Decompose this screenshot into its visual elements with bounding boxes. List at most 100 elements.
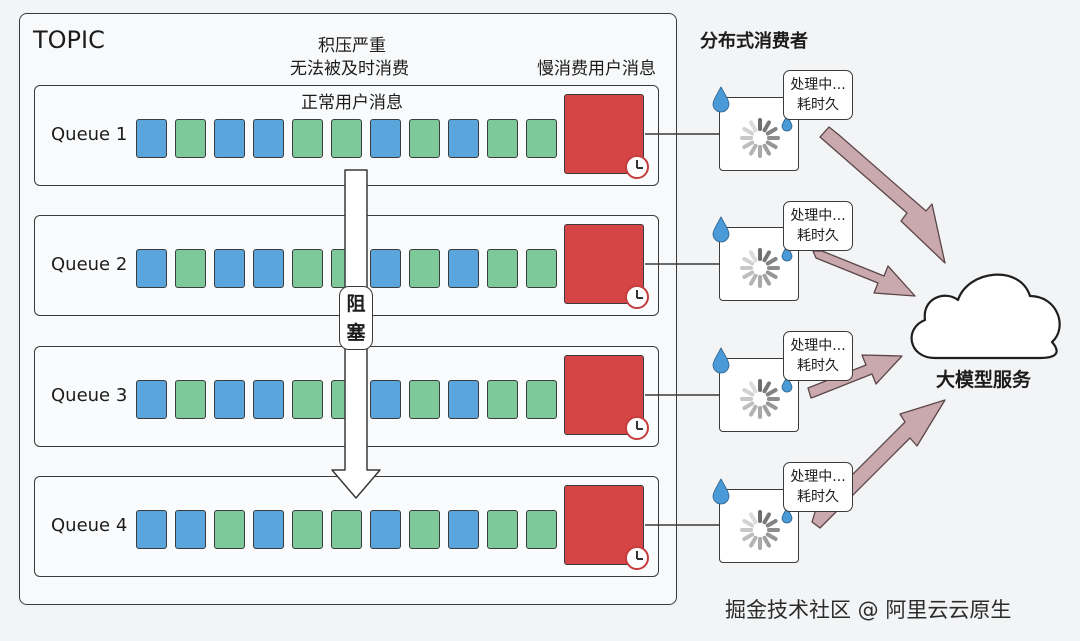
message-block-blue xyxy=(253,510,284,549)
message-block-green xyxy=(526,380,557,419)
arrow-to-llm-2 xyxy=(812,250,916,297)
slow-messages-label: 慢消费用户消息 xyxy=(537,59,656,79)
sweat-drop-icon xyxy=(712,347,730,374)
clock-icon xyxy=(625,155,649,179)
message-block-blue xyxy=(448,380,479,419)
status-line1: 处理中... xyxy=(790,208,846,224)
spinner-tick xyxy=(762,404,771,417)
message-block-green xyxy=(214,510,245,549)
message-block-green xyxy=(526,249,557,288)
message-block-green xyxy=(409,249,440,288)
message-block-green xyxy=(487,380,518,419)
message-block-blue xyxy=(214,119,245,158)
status-line2: 耗时久 xyxy=(797,358,839,374)
blocked-label: 阻塞 xyxy=(339,286,373,350)
spinner-tick xyxy=(742,532,755,541)
sweat-drop-icon xyxy=(712,86,730,113)
loading-spinner-icon xyxy=(740,248,780,288)
queue-name: Queue 3 xyxy=(51,385,128,406)
sweat-drop-icon xyxy=(712,216,730,243)
spinner-tick xyxy=(749,250,758,263)
message-block-blue xyxy=(136,119,167,158)
spinner-tick xyxy=(742,127,755,136)
message-block-blue xyxy=(370,119,401,158)
spinner-tick xyxy=(749,120,758,133)
cloud-icon xyxy=(910,273,1061,360)
message-block-green xyxy=(487,119,518,158)
spinner-tick xyxy=(749,273,758,286)
message-block-green xyxy=(409,510,440,549)
spinner-tick xyxy=(762,250,771,263)
message-block-green xyxy=(487,249,518,288)
message-block-blue xyxy=(448,510,479,549)
status-bubble-2: 处理中... 耗时久 xyxy=(783,201,853,251)
backlog-label-line1: 积压严重 xyxy=(318,36,386,56)
spinner-tick xyxy=(749,381,758,394)
spinner-tick xyxy=(762,512,771,525)
spinner-tick xyxy=(762,273,771,286)
slow-message xyxy=(564,224,649,309)
message-block-green xyxy=(175,380,206,419)
message-block-blue xyxy=(253,380,284,419)
spinner-tick xyxy=(742,140,755,149)
status-bubble-1: 处理中... 耗时久 xyxy=(783,70,853,120)
message-block-green xyxy=(526,510,557,549)
message-block-blue xyxy=(448,119,479,158)
status-line1: 处理中... xyxy=(790,77,846,93)
clock-icon xyxy=(625,285,649,309)
queue-name: Queue 4 xyxy=(51,515,128,536)
message-block-green xyxy=(292,249,323,288)
message-block-green xyxy=(292,119,323,158)
loading-spinner-icon xyxy=(740,379,780,419)
status-bubble-3: 处理中... 耗时久 xyxy=(783,331,853,381)
status-line2: 耗时久 xyxy=(797,228,839,244)
spinner-tick xyxy=(742,257,755,266)
queue-name: Queue 1 xyxy=(51,124,128,145)
spinner-tick xyxy=(749,143,758,156)
spinner-tick xyxy=(765,519,778,528)
message-block-green xyxy=(487,510,518,549)
spinner-tick xyxy=(749,404,758,417)
backlog-label-line2: 无法被及时消费 xyxy=(290,59,409,79)
slow-message xyxy=(564,485,649,570)
topic-title: TOPIC xyxy=(33,26,105,54)
clock-icon xyxy=(625,546,649,570)
status-line1: 处理中... xyxy=(790,338,846,354)
spinner-tick xyxy=(762,381,771,394)
message-block-blue xyxy=(214,380,245,419)
slow-message xyxy=(564,355,649,440)
spinner-tick xyxy=(742,388,755,397)
message-block-blue xyxy=(370,380,401,419)
spinner-tick xyxy=(742,519,755,528)
message-block-blue xyxy=(136,249,167,288)
message-block-blue xyxy=(253,249,284,288)
normal-messages-label: 正常用户消息 xyxy=(301,93,403,113)
loading-spinner-icon xyxy=(740,118,780,158)
message-block-blue xyxy=(175,510,206,549)
message-block-green xyxy=(292,510,323,549)
message-block-green xyxy=(175,249,206,288)
message-block-blue xyxy=(136,380,167,419)
status-bubble-4: 处理中... 耗时久 xyxy=(783,462,853,512)
message-block-green xyxy=(409,380,440,419)
queue-name: Queue 2 xyxy=(51,254,128,275)
message-block-blue xyxy=(214,249,245,288)
arrow-to-llm-1 xyxy=(819,126,946,264)
clock-icon xyxy=(625,416,649,440)
message-block-blue xyxy=(448,249,479,288)
spinner-tick xyxy=(742,401,755,410)
message-block-green xyxy=(292,380,323,419)
watermark: 掘金技术社区 @ 阿里云云原生 xyxy=(725,598,1012,622)
status-line1: 处理中... xyxy=(790,469,846,485)
spinner-tick xyxy=(765,401,778,410)
llm-service-label: 大模型服务 xyxy=(936,369,1032,391)
loading-spinner-icon xyxy=(740,510,780,550)
spinner-tick xyxy=(762,535,771,548)
message-block-blue xyxy=(136,510,167,549)
message-block-green xyxy=(331,119,362,158)
sweat-drop-icon xyxy=(781,507,793,524)
status-line2: 耗时久 xyxy=(797,97,839,113)
slow-message xyxy=(564,94,649,179)
message-block-blue xyxy=(370,249,401,288)
